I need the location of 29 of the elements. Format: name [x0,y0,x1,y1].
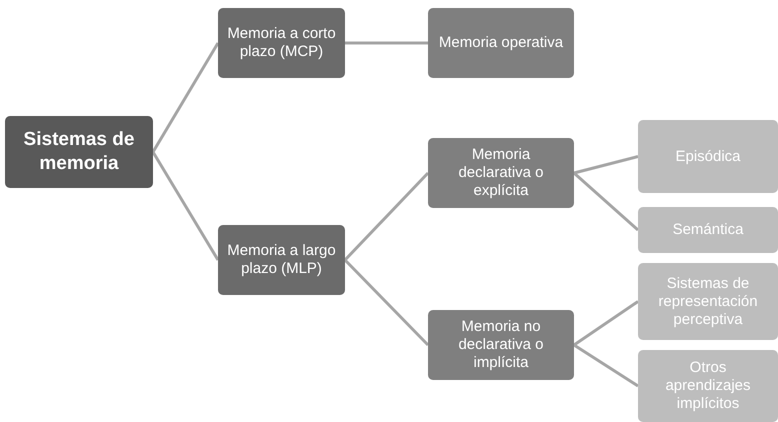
node-label: Semántica [672,221,744,239]
node-box [638,120,778,193]
node-box [428,138,574,208]
node-box [638,350,778,422]
node-box [218,8,345,78]
connector-line [573,300,639,346]
node-label: Sistemas de memoria [22,128,136,176]
node-label: Memoria a corto plazo (MCP) [226,25,337,61]
connector-line [574,155,638,174]
connector-line [344,172,430,262]
node-label: Episódica [675,148,741,166]
node-label: Memoria no declarativa o implícita [457,318,545,372]
connector-line [344,258,430,346]
node-box [428,310,574,380]
connector-line [345,42,428,44]
node-box [218,225,345,295]
connector-line [152,151,220,261]
node-box [638,263,778,340]
node-label: Memoria a largo plazo (MLP) [226,242,337,278]
connector-line [573,344,639,388]
connector-line [573,172,639,232]
node-box [5,116,153,188]
node-box [638,207,778,253]
connector-line [152,42,220,153]
node-label: Sistemas de representación perceptiva [657,274,759,328]
node-label: Memoria operativa [438,34,564,52]
node-label: Otros aprendizajes implícitos [664,359,752,413]
node-box [428,8,574,78]
node-label: Memoria declarativa o explícita [457,146,545,200]
